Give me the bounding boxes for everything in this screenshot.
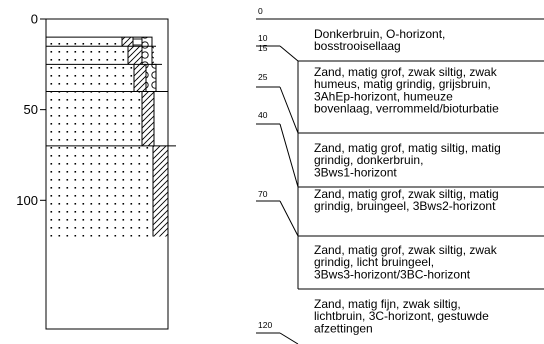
lithology-column	[46, 19, 176, 329]
boundary-depth-label: 15	[258, 43, 268, 53]
gravel-pattern	[142, 37, 152, 46]
layer-description: Zand, matig grof, matig siltig, matiggri…	[314, 141, 501, 179]
boundary-depth-label: 120	[258, 320, 272, 330]
layer-description: Zand, matig grof, zwak siltig, zwakhumeu…	[314, 65, 499, 116]
axis-tick-label: 50	[24, 102, 38, 117]
silt-hatch-pattern	[128, 46, 142, 64]
silt-hatch-pattern	[122, 37, 133, 46]
silt-hatch-pattern	[142, 92, 154, 146]
description-line: bosstrooisellaag	[314, 39, 401, 53]
sand-pattern	[46, 146, 153, 237]
description-line: afzettingen	[314, 321, 373, 335]
layer-description: Zand, matig grof, zwak siltig, zwakgrind…	[314, 243, 498, 281]
axis-tick-label: 0	[31, 12, 38, 27]
boundary-depth-label: 0	[258, 6, 263, 16]
sand-pattern	[46, 46, 128, 64]
description-line: grindig, bruingeel, 3Bws2-horizont	[314, 199, 496, 213]
description-line: 3Bws1-horizont	[314, 165, 397, 179]
silt-hatch-pattern	[153, 146, 168, 237]
description-line: bovenlaag, verrommeld/bioturbatie	[314, 102, 499, 116]
boundary-depth-label: 25	[258, 72, 268, 82]
silt-hatch-pattern	[134, 64, 146, 91]
axis-tick-label: 100	[16, 193, 38, 208]
gravel-pattern	[146, 64, 156, 91]
connector-line	[280, 333, 298, 344]
depth-axis: 0 50 100	[16, 12, 46, 330]
humus-pattern	[133, 37, 142, 46]
boundary-depth-label: 40	[258, 110, 268, 120]
layer-description: Zand, matig grof, zwak siltig, matiggrin…	[314, 187, 499, 213]
boundary-depth-label: 70	[258, 189, 268, 199]
column-fill	[46, 37, 176, 236]
sand-pattern	[46, 37, 122, 46]
sand-pattern	[46, 92, 142, 146]
axis-ticks: 0 50 100	[16, 12, 46, 208]
description-line: 3Bws3-horizont/3BC-horizont	[314, 267, 471, 281]
layer-description: Donkerbruin, O-horizont,bosstrooisellaag	[314, 27, 445, 53]
layer-description: Zand, matig fijn, zwak siltig,lichtbruin…	[314, 297, 489, 335]
boundary-depth-label: 10	[258, 33, 268, 43]
sand-pattern	[46, 64, 134, 91]
